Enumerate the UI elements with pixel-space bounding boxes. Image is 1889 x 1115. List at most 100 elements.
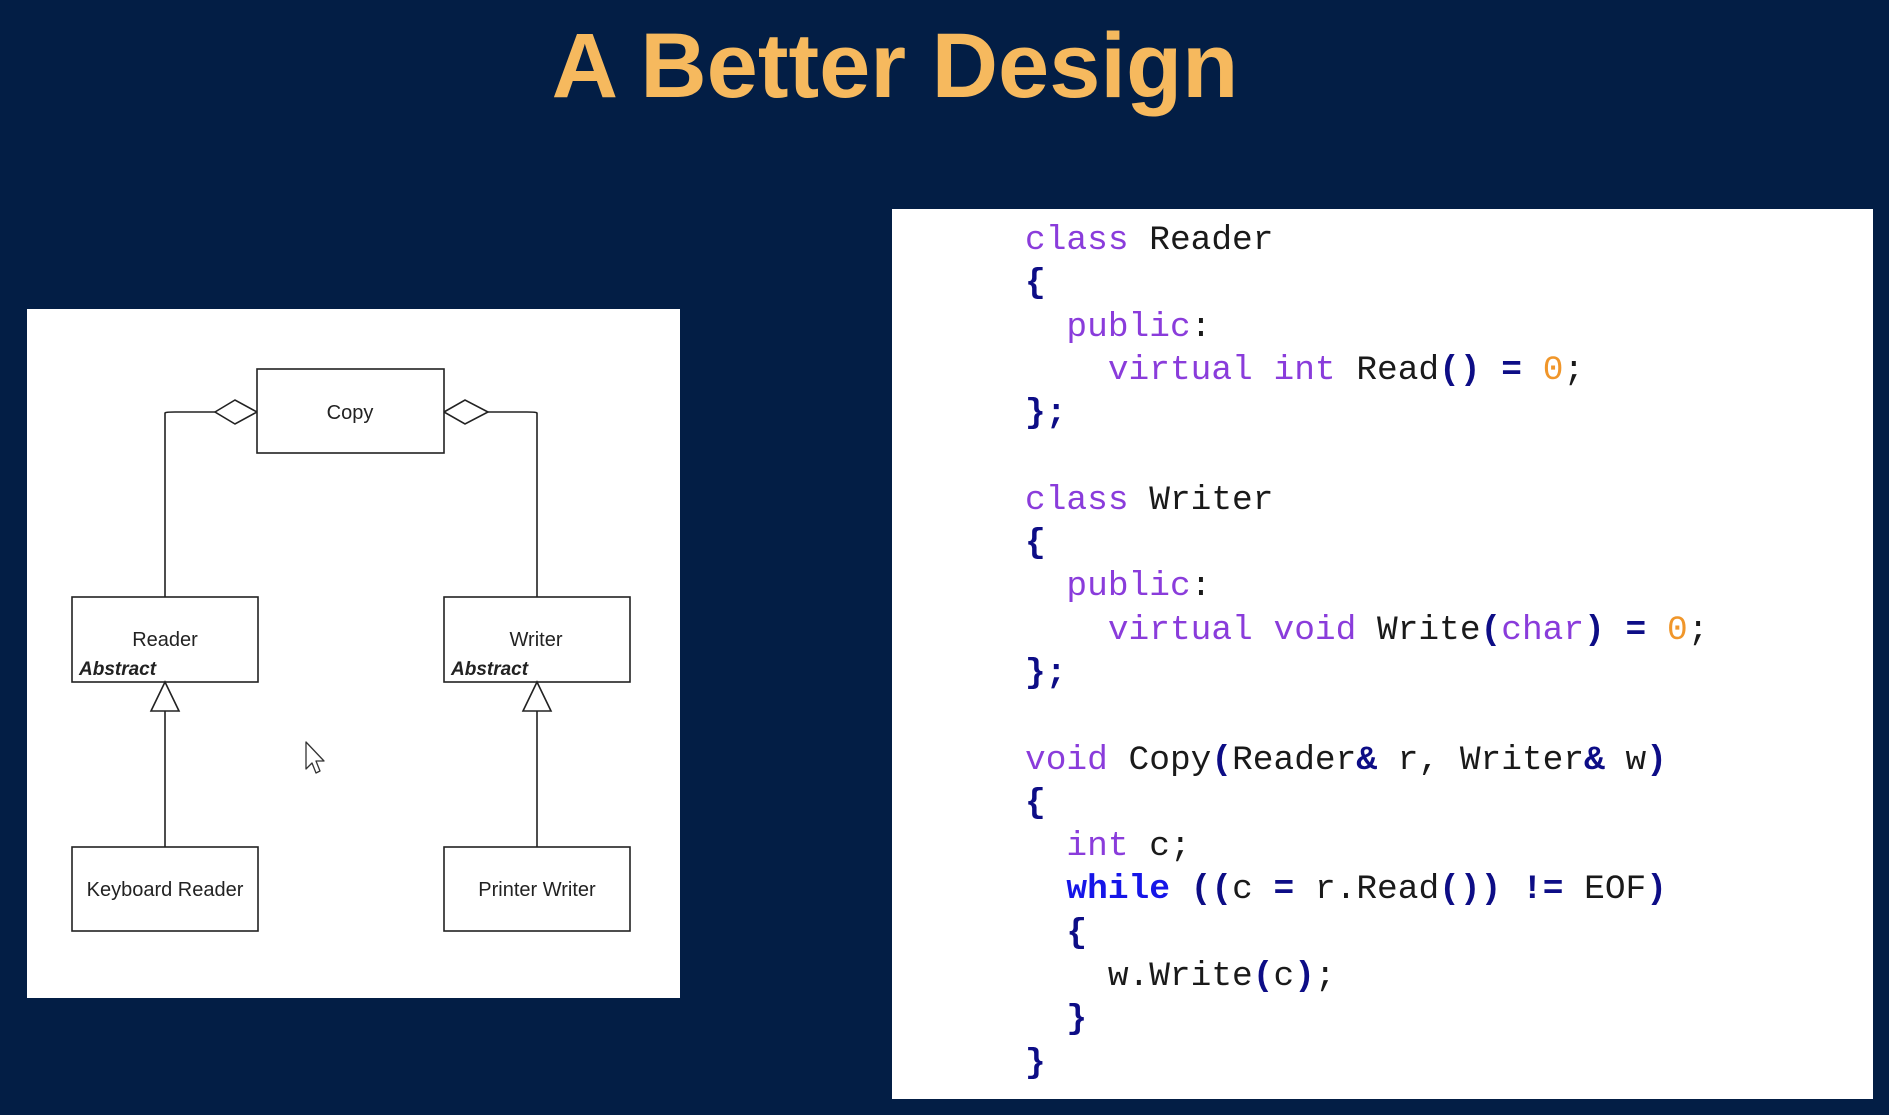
code-token [1025, 1000, 1066, 1039]
code-token: ) [1294, 957, 1315, 997]
code-token [1253, 351, 1274, 390]
code-token: Copy [1107, 740, 1212, 780]
code-token: ) [1646, 870, 1667, 910]
code-token: (( [1190, 870, 1233, 910]
code-token [1501, 870, 1522, 909]
code-token [1025, 308, 1066, 347]
code-token: : [1190, 307, 1212, 347]
code-token: 0 [1542, 350, 1564, 390]
aggregation-edge-writer [488, 411, 538, 597]
code-token: Read [1335, 350, 1440, 390]
code-token: = [1625, 610, 1647, 650]
code-line: { [1025, 522, 1708, 565]
code-token: { [1066, 913, 1088, 953]
code-token: r.Read [1294, 870, 1440, 910]
code-token: virtual [1107, 350, 1253, 390]
code-token: & [1356, 740, 1378, 780]
code-token: Write [1356, 610, 1481, 650]
code-token: while [1066, 870, 1170, 910]
code-token: ( [1480, 610, 1502, 650]
code-line: class Reader [1025, 219, 1708, 262]
code-token: }; [1025, 394, 1067, 434]
code-token: int [1066, 827, 1129, 867]
code-token: c [1273, 957, 1295, 997]
code-token: ; [1563, 350, 1585, 390]
code-line: } [1025, 998, 1708, 1041]
code-token: Reader [1128, 221, 1274, 260]
code-line: public: [1025, 306, 1708, 349]
class-box-reader [71, 596, 259, 683]
code-token: EOF [1563, 870, 1647, 910]
code-token: class [1025, 221, 1129, 260]
code-token: char [1501, 610, 1585, 650]
aggregation-diamond-right [442, 399, 490, 425]
code-token: ) [1584, 610, 1605, 650]
code-token: & [1584, 740, 1605, 780]
code-token: ()) [1439, 870, 1502, 910]
code-token: }; [1025, 653, 1067, 693]
code-token [1025, 611, 1108, 650]
code-line: public: [1025, 565, 1708, 608]
code-token: = [1273, 870, 1295, 910]
code-line: } [1025, 1042, 1708, 1085]
code-token [1025, 351, 1108, 390]
code-token [1025, 870, 1066, 909]
class-box-printer-writer [443, 846, 631, 932]
class-box-writer [443, 596, 631, 683]
class-box-copy [256, 368, 445, 454]
code-token: w.Write [1025, 957, 1253, 997]
code-line: w.Write(c); [1025, 955, 1708, 998]
code-token: public [1066, 307, 1191, 347]
slide-title: A Better Design [551, 15, 1239, 117]
code-token: ) [1646, 740, 1667, 780]
code-token: virtual [1107, 610, 1253, 650]
class-name-printer-writer: Printer Writer [478, 879, 596, 901]
stereotype-reader: Abstract [78, 659, 157, 680]
code-token: public [1066, 567, 1191, 607]
code-line: int c; [1025, 825, 1708, 868]
inheritance-arrowhead-reader [149, 680, 181, 712]
stereotype-writer: Abstract [450, 659, 529, 680]
code-token [1025, 914, 1066, 953]
code-line: { [1025, 262, 1708, 305]
code-listing: class Reader{ public: virtual int Read()… [1025, 219, 1708, 1085]
code-token: 0 [1666, 610, 1688, 650]
code-token: { [1025, 524, 1046, 564]
class-name-reader: Reader [132, 629, 198, 651]
code-line: virtual int Read() = 0; [1025, 349, 1708, 392]
class-name-keyboard-reader: Keyboard Reader [87, 879, 244, 901]
code-token: Writer [1128, 480, 1274, 520]
code-token: () [1439, 350, 1481, 390]
inheritance-arrowhead-writer [521, 680, 553, 712]
code-line: }; [1025, 652, 1708, 695]
code-token: void [1025, 740, 1108, 780]
code-token [1646, 611, 1667, 650]
code-line [1025, 695, 1708, 738]
code-token: ( [1252, 957, 1274, 997]
code-token: r, Writer [1377, 740, 1585, 780]
code-token: Reader [1232, 740, 1357, 780]
code-token: c [1232, 870, 1274, 910]
code-line: while ((c = r.Read()) != EOF) [1025, 868, 1708, 911]
class-name-copy: Copy [327, 402, 374, 424]
code-token: void [1273, 610, 1357, 650]
code-token: c; [1128, 827, 1191, 867]
code-panel: class Reader{ public: virtual int Read()… [892, 209, 1873, 1099]
code-token: != [1522, 870, 1564, 910]
mouse-pointer-icon [305, 741, 325, 774]
code-line: }; [1025, 392, 1708, 435]
code-token [1170, 870, 1191, 909]
class-box-keyboard-reader [71, 846, 259, 932]
code-token [1253, 611, 1274, 650]
aggregation-diamond-left [213, 399, 259, 425]
code-token [1522, 351, 1543, 390]
code-line: { [1025, 912, 1708, 955]
code-token: : [1190, 567, 1212, 607]
code-token [1025, 827, 1066, 866]
code-token: ( [1211, 740, 1233, 780]
code-line: virtual void Write(char) = 0; [1025, 609, 1709, 652]
code-token: ; [1314, 957, 1336, 997]
code-token [1481, 351, 1502, 390]
code-token: = [1501, 350, 1522, 390]
code-token: w [1604, 740, 1647, 780]
